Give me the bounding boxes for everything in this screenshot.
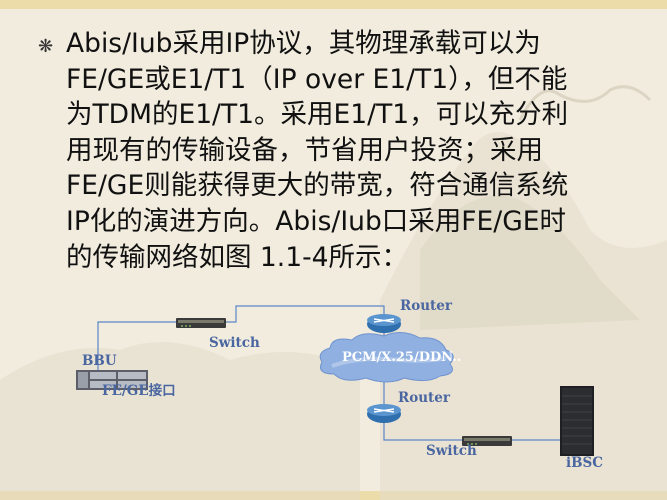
cloud-label: PCM/X.25/DDN.. xyxy=(342,350,461,365)
paragraph-line: IP化的演进方向。Abis/Iub口采用FE/GE时 xyxy=(66,205,566,237)
paragraph-line: 用现有的传输设备，节省用户投资；采用 xyxy=(66,134,543,166)
paragraph-line: 的传输网络如图 1.1-4所示： xyxy=(66,241,408,273)
bbu-icon xyxy=(76,370,148,390)
router-icon xyxy=(367,314,401,333)
switch-icon xyxy=(176,318,226,328)
router-label: Router xyxy=(398,390,451,406)
bullet-icon: ❋ xyxy=(38,36,54,57)
paragraph-line: Abis/Iub采用IP协议，其物理承载可以为 xyxy=(66,28,541,59)
link-switch-router xyxy=(226,305,385,323)
switch-label: Switch xyxy=(426,443,477,459)
ibsc-label: iBSC xyxy=(566,455,603,471)
router-icon xyxy=(367,404,401,423)
paragraph-line: FE/GE或E1/T1（IP over E1/T1），但不能 xyxy=(66,63,568,95)
top-frame-bar xyxy=(0,0,667,9)
bbu-label: BBU xyxy=(82,353,117,369)
switch-label: Switch xyxy=(209,335,260,351)
paragraph-line: 为TDM的E1/T1。采用E1/T1，可以充分利 xyxy=(66,99,569,131)
body-paragraph: Abis/Iub采用IP协议，其物理承载可以为 FE/GE或E1/T1（IP o… xyxy=(66,26,626,275)
link-bbu-switch xyxy=(97,321,176,372)
link-router-switch xyxy=(383,420,462,441)
ibsc-cabinet-icon xyxy=(560,386,594,456)
cloud-icon xyxy=(319,332,454,383)
router-label: Router xyxy=(400,298,453,314)
paragraph-line: FE/GE则能获得更大的带宽，符合通信系统 xyxy=(66,170,569,202)
fe-ge-interface-label: FE/GE接口 xyxy=(102,382,176,399)
switch-icon xyxy=(462,436,512,446)
